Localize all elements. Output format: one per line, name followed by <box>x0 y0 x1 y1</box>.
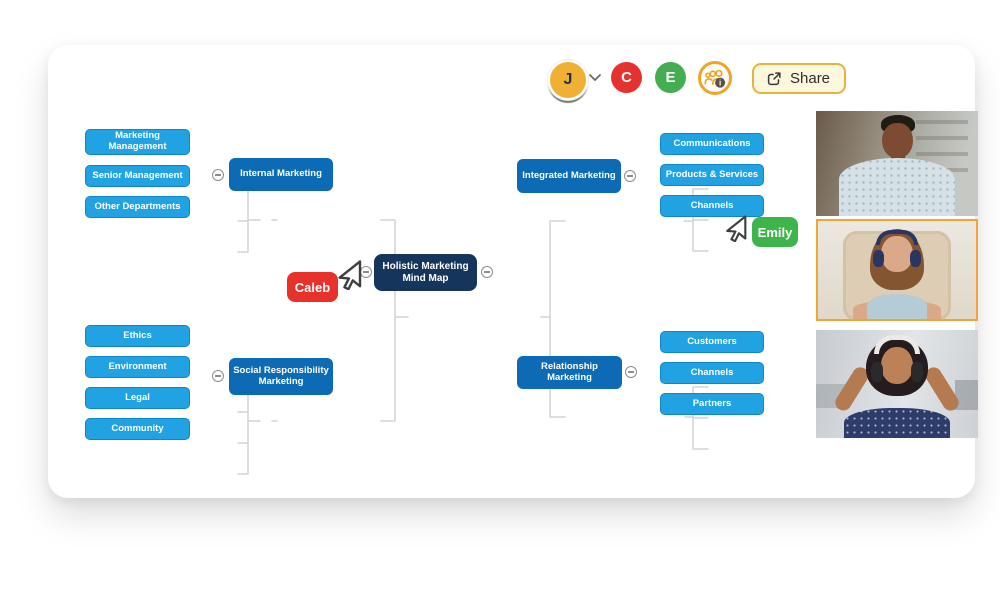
participant-blouse <box>866 293 927 319</box>
headset-earcup <box>871 362 884 382</box>
share-button-label: Share <box>790 70 831 87</box>
collapse-button[interactable] <box>481 266 493 278</box>
mindmap-node-legal[interactable]: Legal <box>85 387 190 409</box>
mindmap-node-marketing-management[interactable]: Marketing Management <box>85 129 190 155</box>
mindmap-node-products-services[interactable]: Products & Services <box>660 164 764 186</box>
video-tile-2-active[interactable] <box>816 219 978 321</box>
mindmap-node-community[interactable]: Community <box>85 418 190 440</box>
emily-cursor-icon <box>726 215 747 242</box>
mindmap-node-senior-management[interactable]: Senior Management <box>85 165 190 187</box>
mindmap-node-social-responsibility-marketing[interactable]: Social Responsibility Marketing <box>229 358 333 395</box>
participant-face <box>881 235 913 272</box>
mindmap-node-customers[interactable]: Customers <box>660 331 764 353</box>
collapse-button[interactable] <box>212 169 224 181</box>
mindmap-node-communications[interactable]: Communications <box>660 133 764 155</box>
share-icon <box>767 71 781 85</box>
participant-shirt <box>838 158 956 216</box>
avatar-e[interactable]: E <box>655 62 686 93</box>
caleb-presence-label: Caleb <box>287 272 338 302</box>
mindmap-node-internal-marketing[interactable]: Internal Marketing <box>229 158 333 191</box>
share-button[interactable]: Share <box>752 63 847 94</box>
mindmap-node-other-departments[interactable]: Other Departments <box>85 196 190 218</box>
mindmap-node-partners[interactable]: Partners <box>660 393 764 415</box>
mindmap-node-relationship-marketing[interactable]: Relationship Marketing <box>517 356 622 389</box>
participants-button[interactable]: i <box>698 61 732 95</box>
background-desk <box>955 379 978 410</box>
video-tile-3[interactable] <box>816 330 978 438</box>
avatar-c[interactable]: C <box>611 62 642 93</box>
collapse-button[interactable] <box>624 170 636 182</box>
headset-band <box>874 335 920 354</box>
mindmap-node-ethics[interactable]: Ethics <box>85 325 190 347</box>
chevron-down-icon[interactable] <box>589 74 601 82</box>
mindmap-node-channels[interactable]: Channels <box>660 195 764 217</box>
participant-face <box>880 347 914 384</box>
headphones-band <box>876 229 918 245</box>
mindmap-node-integrated-marketing[interactable]: Integrated Marketing <box>517 159 621 193</box>
avatar-j[interactable]: J <box>548 60 588 100</box>
participant-face <box>882 122 914 159</box>
headphones-earcup <box>873 250 885 268</box>
mindmap-node-channels-2[interactable]: Channels <box>660 362 764 384</box>
group-info-icon: i <box>704 69 726 88</box>
participant-shirt <box>843 407 951 438</box>
caleb-cursor-icon <box>338 260 362 290</box>
collapse-button[interactable] <box>212 370 224 382</box>
video-tile-1[interactable] <box>816 111 978 216</box>
svg-text:i: i <box>719 78 721 87</box>
headphones-earcup <box>909 250 921 268</box>
mindmap-node-environment[interactable]: Environment <box>85 356 190 378</box>
emily-presence-label: Emily <box>752 217 798 247</box>
collapse-button[interactable] <box>625 366 637 378</box>
headset-earcup <box>910 362 923 382</box>
mindmap-node-root[interactable]: Holistic Marketing Mind Map <box>374 254 477 291</box>
